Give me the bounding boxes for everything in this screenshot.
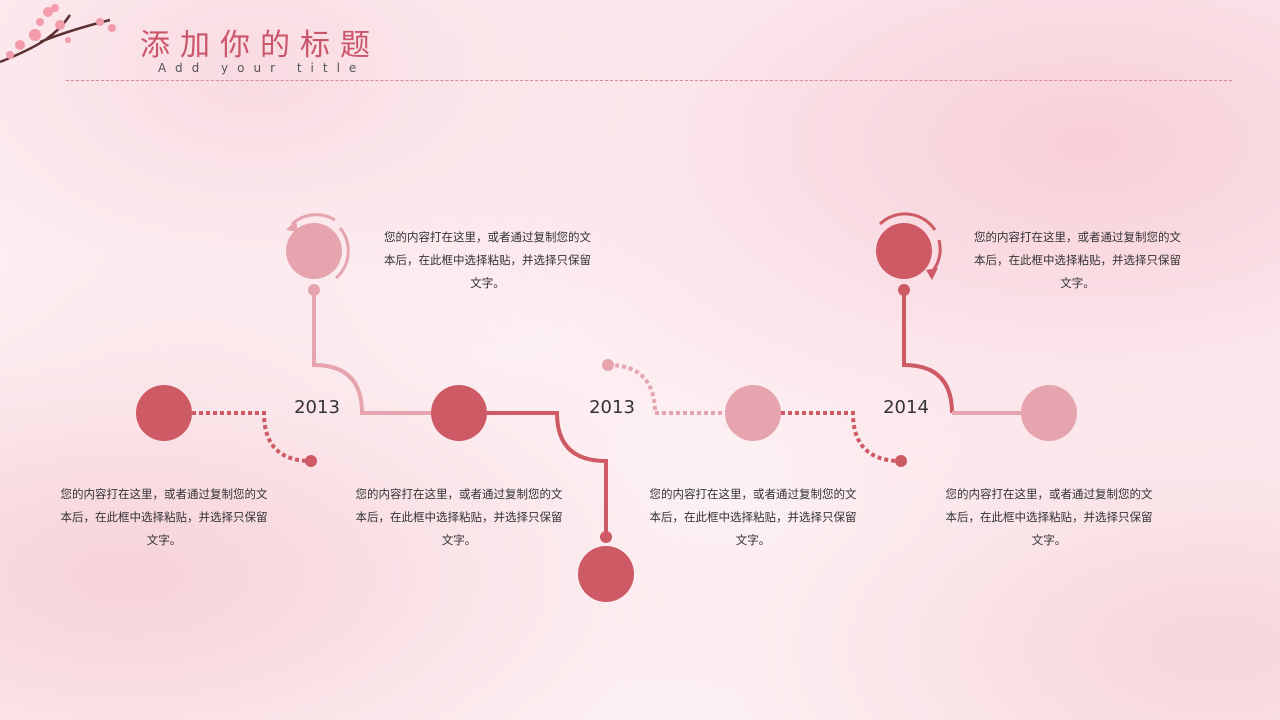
page-title: 添加你的标题: [140, 28, 380, 63]
title-divider: [66, 80, 1232, 81]
node-5: [725, 385, 781, 441]
node-2: [286, 223, 342, 279]
cherry-blossom-branch: [0, 4, 116, 64]
year-label: 2014: [883, 397, 929, 418]
connector-2: [286, 213, 431, 415]
page-subtitle: Add your title: [158, 61, 366, 75]
text-block: 您的内容打在这里，或者通过复制您的文本后，在此框中选择粘贴，并选择只保留文字。: [355, 487, 563, 547]
connector-1: [192, 411, 317, 467]
arrow-icon: [926, 268, 938, 280]
text-block: 您的内容打在这里，或者通过复制您的文本后，在此框中选择粘贴，并选择只保留文字。: [60, 487, 268, 547]
year-label: 2013: [589, 397, 635, 418]
text-block: 您的内容打在这里，或者通过复制您的文本后，在此框中选择粘贴，并选择只保留文字。: [974, 230, 1181, 290]
node-7: [1021, 385, 1077, 441]
text-block: 您的内容打在这里，或者通过复制您的文本后，在此框中选择粘贴，并选择只保留文字。: [945, 487, 1153, 547]
node-4: [578, 546, 634, 602]
node-1: [136, 385, 192, 441]
text-block: 您的内容打在这里，或者通过复制您的文本后，在此框中选择粘贴，并选择只保留文字。: [384, 230, 591, 290]
connector-3: [487, 411, 612, 543]
text-block: 您的内容打在这里，或者通过复制您的文本后，在此框中选择粘贴，并选择只保留文字。: [649, 487, 857, 547]
year-label: 2013: [294, 397, 340, 418]
arrow-icon: [286, 220, 298, 232]
node-3: [431, 385, 487, 441]
node-6: [876, 223, 932, 279]
connector-4: [602, 359, 726, 415]
connector-6: [878, 212, 1021, 415]
connector-5: [781, 411, 907, 467]
